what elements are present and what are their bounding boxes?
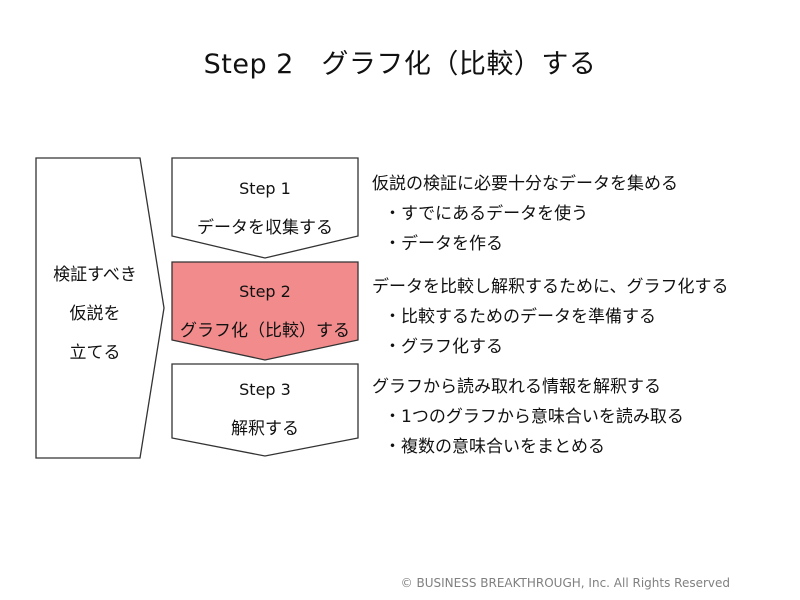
step-2-chevron xyxy=(171,261,359,361)
step-2-description: データを比較し解釈するために、グラフ化する xyxy=(372,277,729,297)
step-2-label: Step 2 xyxy=(239,282,291,301)
step-3-chevron xyxy=(171,363,359,457)
hypothesis-line-2: 仮説を xyxy=(69,304,121,324)
step-3-description: グラフから読み取れる情報を解釈する xyxy=(372,377,661,397)
step-1-name: データを収集する xyxy=(197,218,333,238)
step-1-label: Step 1 xyxy=(239,179,291,198)
step-3-name: 解釈する xyxy=(231,419,299,439)
copyright-footer: © BUSINESS BREAKTHROUGH, Inc. All Rights… xyxy=(400,576,730,590)
hypothesis-line-3: 立てる xyxy=(69,343,121,363)
step-2-bullet-2: ・グラフ化する xyxy=(384,337,503,357)
step-1-chevron xyxy=(171,157,359,259)
step-1-bullet-2: ・データを作る xyxy=(384,234,503,254)
hypothesis-arrow-shape xyxy=(35,157,165,459)
step-3-bullet-2: ・複数の意味合いをまとめる xyxy=(384,437,605,457)
step-2-name: グラフ化（比較）する xyxy=(180,321,350,341)
step-1-description: 仮説の検証に必要十分なデータを集める xyxy=(372,174,678,194)
step-3-label: Step 3 xyxy=(239,380,291,399)
step-3-bullet-1: ・1つのグラフから意味合いを読み取る xyxy=(384,407,684,427)
slide-title: Step 2 グラフ化（比較）する xyxy=(203,49,597,80)
step-1-bullet-1: ・すでにあるデータを使う xyxy=(384,204,589,224)
step-2-bullet-1: ・比較するためのデータを準備する xyxy=(384,307,656,327)
hypothesis-line-1: 検証すべき xyxy=(53,265,137,285)
